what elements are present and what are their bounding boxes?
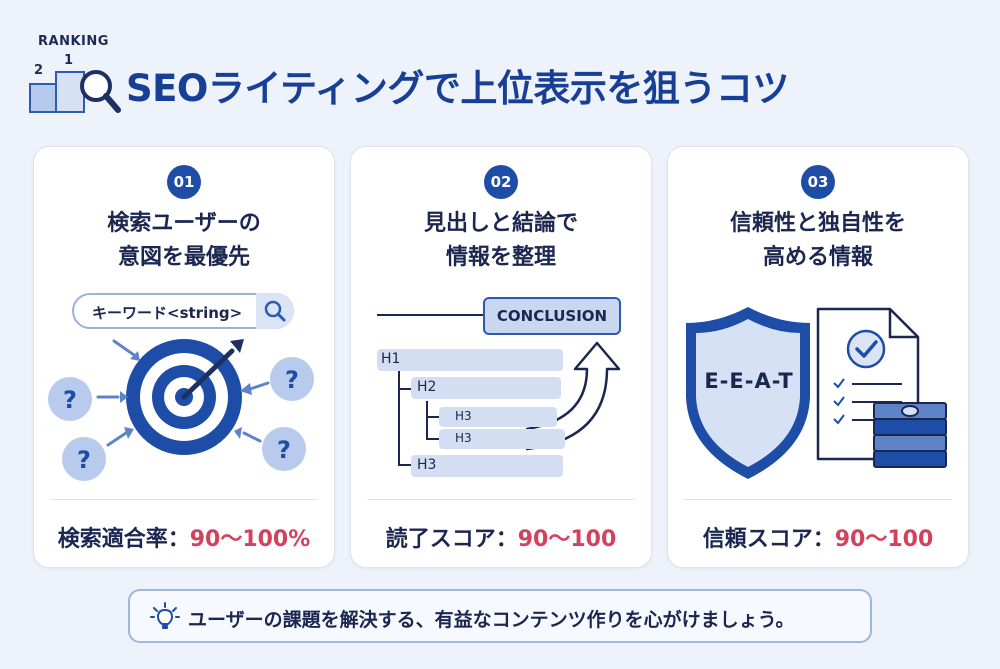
card-heading-line1: 信頼性と独自性を — [729, 211, 906, 236]
score-value: 90〜100% — [189, 527, 311, 552]
curved-arrow-icon — [525, 341, 621, 451]
structure-illustration: CONCLUSION H1 H2 H3 H3 H3 — [351, 289, 651, 487]
card-trust-originality: 03 信頼性と独自性を 高める情報 — [667, 146, 969, 568]
card-heading: 信頼性と独自性を 高める情報 — [668, 207, 968, 275]
shield-icon — [686, 307, 810, 479]
card-divider — [684, 499, 952, 500]
score-value: 90〜100 — [834, 527, 934, 552]
score-label: 検索適合率： — [57, 527, 190, 552]
svg-text:?: ? — [285, 366, 299, 394]
svg-text:?: ? — [63, 386, 77, 414]
score-row: 検索適合率：90〜100% — [34, 521, 334, 553]
card-number: 03 — [801, 165, 835, 199]
tip-banner: ユーザーの課題を解決する、有益なコンテンツ作りを心がけましょう。 — [128, 589, 872, 643]
search-keyword-text: キーワード<string> — [92, 304, 243, 322]
card-heading-line1: 検索ユーザーの — [107, 211, 261, 236]
h3-bar — [439, 407, 557, 427]
trust-illustration: E-E-A-T — [668, 289, 968, 487]
page-title: SEOライティングで上位表示を狙うコツ — [126, 67, 789, 110]
card-user-intent: 01 検索ユーザーの 意図を最優先 キーワード<string> — [33, 146, 335, 568]
score-row: 読了スコア：90〜100 — [351, 521, 651, 553]
rank-1-label: 1 — [64, 53, 73, 68]
card-number: 02 — [484, 165, 518, 199]
score-label: 読了スコア： — [385, 527, 518, 552]
trust-scene — [686, 307, 947, 479]
card-heading-line2: 情報を整理 — [445, 245, 556, 270]
card-heading-line2: 意図を最優先 — [117, 245, 250, 270]
score-row: 信頼スコア：90〜100 — [668, 521, 968, 553]
conclusion-box: CONCLUSION — [483, 297, 621, 335]
card-heading: 検索ユーザーの 意図を最優先 — [34, 207, 334, 275]
ranking-label: RANKING — [38, 34, 109, 49]
card-heading: 見出しと結論で 情報を整理 — [351, 207, 651, 275]
money-stack-icon — [873, 402, 947, 468]
h3-bar — [411, 455, 563, 477]
header: RANKING 2 1 SEOライティングで上位表示を狙うコツ — [0, 0, 1000, 130]
question-icon: ? ? ? ? — [48, 357, 314, 481]
svg-text:?: ? — [77, 446, 91, 474]
card-heading-line2: 高める情報 — [762, 245, 873, 270]
h3-bar — [439, 429, 565, 449]
svg-text:?: ? — [277, 436, 291, 464]
target-scene: ? ? ? ? — [48, 339, 314, 481]
h2-label: H2 — [417, 379, 437, 395]
h2-bar — [411, 377, 561, 399]
score-label: 信頼スコア： — [702, 527, 835, 552]
score-value: 90〜100 — [517, 527, 617, 552]
heading-tree — [377, 314, 621, 466]
h1-bar — [377, 349, 563, 371]
card-heading-line1: 見出しと結論で — [423, 211, 578, 236]
card-headings-conclusion: 02 見出しと結論で 情報を整理 CONCLUSION H1 H2 H3 H3 … — [350, 146, 652, 568]
card-divider — [50, 499, 318, 500]
intent-illustration: キーワード<string> — [34, 289, 334, 487]
tip-text: ユーザーの課題を解決する、有益なコンテンツ作りを心がけましょう。 — [188, 609, 795, 631]
h1-label: H1 — [381, 351, 401, 367]
card-number: 01 — [167, 165, 201, 199]
arrow-icon — [181, 339, 244, 400]
search-box: キーワード<string> — [72, 293, 294, 329]
rank-2-label: 2 — [34, 63, 43, 78]
eeat-text: E-E-A-T — [704, 369, 794, 393]
h3-label: H3 — [455, 431, 472, 445]
ranking-podium-icon: 2 1 — [29, 53, 121, 113]
search-icon — [264, 300, 286, 322]
h3-label: H3 — [417, 457, 437, 473]
lightbulb-icon — [150, 602, 180, 629]
h3-label: H3 — [455, 409, 472, 423]
search-button-area — [256, 293, 294, 329]
card-divider — [367, 499, 635, 500]
